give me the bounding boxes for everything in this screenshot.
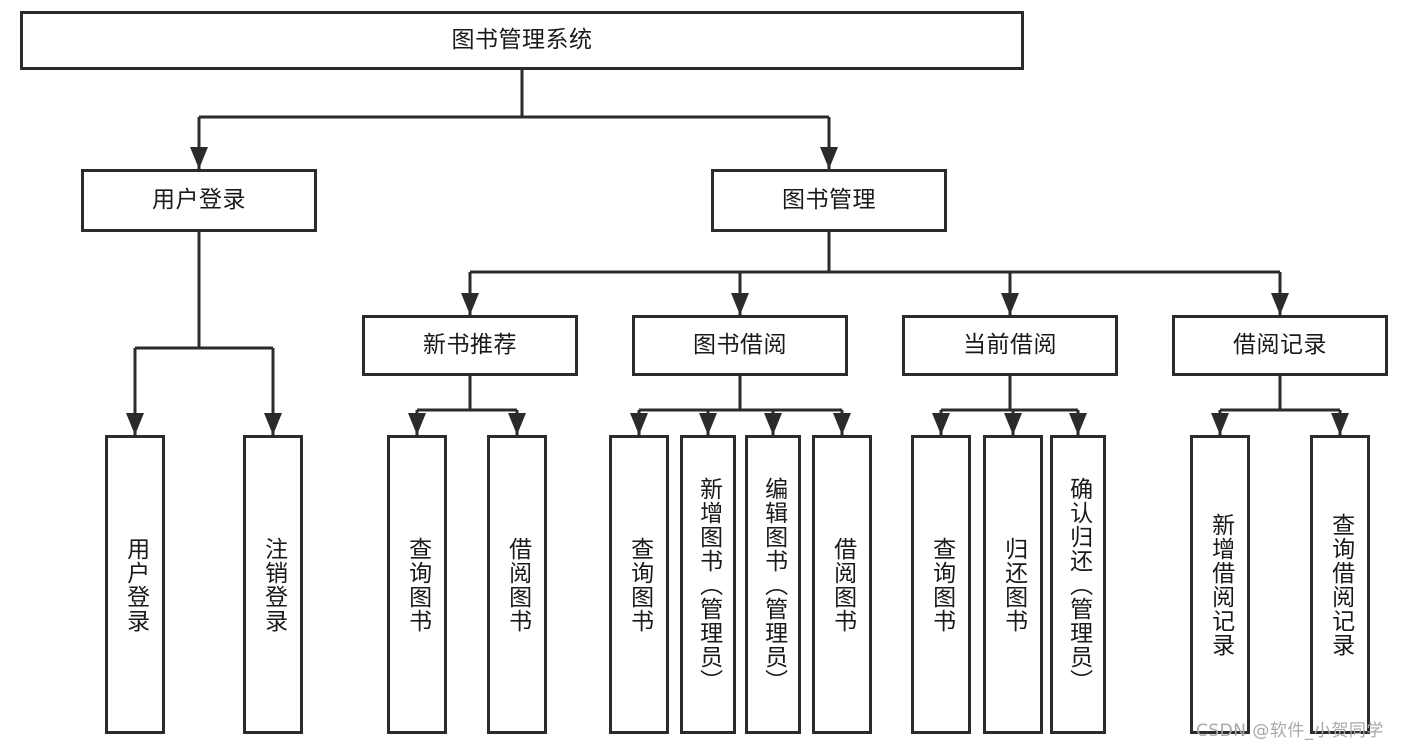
node-leaf-edit-book-admin-label: 编辑图书（管理员） xyxy=(760,476,787,693)
node-leaf-query-book-borrow[interactable]: 查询图书 xyxy=(609,435,669,734)
node-leaf-borrow-book-label: 借阅图书 xyxy=(829,536,856,633)
node-leaf-user-login-label: 用户登录 xyxy=(122,536,149,633)
node-leaf-logout[interactable]: 注销登录 xyxy=(243,435,303,734)
node-borrow-record-label: 借阅记录 xyxy=(1233,331,1327,358)
node-leaf-query-book-borrow-label: 查询图书 xyxy=(626,536,653,633)
node-borrow-record[interactable]: 借阅记录 xyxy=(1172,315,1388,376)
node-leaf-borrow-book[interactable]: 借阅图书 xyxy=(812,435,872,734)
node-root-system[interactable]: 图书管理系统 xyxy=(20,11,1024,70)
node-user-login[interactable]: 用户登录 xyxy=(81,169,317,232)
node-leaf-add-book-admin[interactable]: 新增图书（管理员） xyxy=(680,435,736,734)
node-leaf-borrow-book-recommend-label: 借阅图书 xyxy=(504,536,531,633)
node-new-book-recommend-label: 新书推荐 xyxy=(423,331,517,358)
node-book-borrow[interactable]: 图书借阅 xyxy=(632,315,848,376)
node-book-management-label: 图书管理 xyxy=(782,186,876,213)
node-current-borrow-label: 当前借阅 xyxy=(963,331,1057,358)
node-leaf-confirm-return-admin-label: 确认归还（管理员） xyxy=(1065,476,1092,693)
node-leaf-edit-book-admin[interactable]: 编辑图书（管理员） xyxy=(745,435,801,734)
node-leaf-query-book-current-label: 查询图书 xyxy=(928,536,955,633)
node-leaf-add-borrow-record-label: 新增借阅记录 xyxy=(1207,512,1234,657)
node-leaf-confirm-return-admin[interactable]: 确认归还（管理员） xyxy=(1050,435,1106,734)
node-leaf-return-book[interactable]: 归还图书 xyxy=(983,435,1043,734)
node-leaf-query-book-recommend[interactable]: 查询图书 xyxy=(387,435,447,734)
node-book-borrow-label: 图书借阅 xyxy=(693,331,787,358)
node-leaf-logout-label: 注销登录 xyxy=(260,536,287,633)
node-leaf-query-book-recommend-label: 查询图书 xyxy=(404,536,431,633)
node-leaf-add-book-admin-label: 新增图书（管理员） xyxy=(695,476,722,693)
node-current-borrow[interactable]: 当前借阅 xyxy=(902,315,1118,376)
node-leaf-query-book-current[interactable]: 查询图书 xyxy=(911,435,971,734)
node-book-management[interactable]: 图书管理 xyxy=(711,169,947,232)
node-leaf-query-borrow-record[interactable]: 查询借阅记录 xyxy=(1310,435,1370,734)
node-leaf-query-borrow-record-label: 查询借阅记录 xyxy=(1327,512,1354,657)
node-leaf-return-book-label: 归还图书 xyxy=(1000,536,1027,633)
node-leaf-borrow-book-recommend[interactable]: 借阅图书 xyxy=(487,435,547,734)
node-leaf-user-login[interactable]: 用户登录 xyxy=(105,435,165,734)
node-leaf-add-borrow-record[interactable]: 新增借阅记录 xyxy=(1190,435,1250,734)
node-user-login-label: 用户登录 xyxy=(152,186,246,213)
node-new-book-recommend[interactable]: 新书推荐 xyxy=(362,315,578,376)
node-root-label: 图书管理系统 xyxy=(451,26,593,53)
